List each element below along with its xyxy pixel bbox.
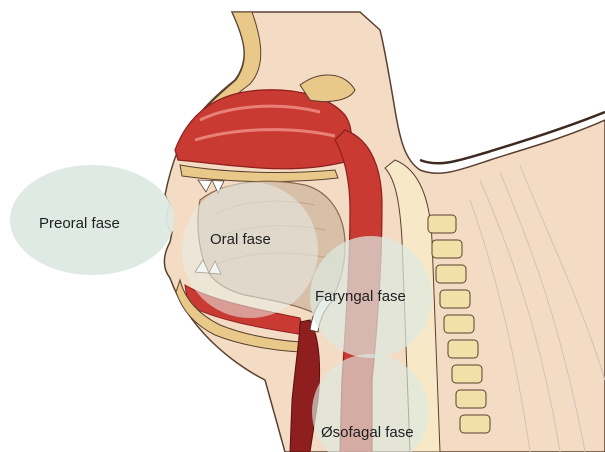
pharyngeal-phase-label: Faryngal fase: [315, 289, 406, 304]
oral-phase-label: Oral fase: [210, 232, 271, 247]
preoral-phase-label: Preoral fase: [39, 216, 120, 231]
esophageal-phase-label: Øsofagal fase: [321, 425, 414, 440]
oral-bubble: [182, 182, 318, 318]
